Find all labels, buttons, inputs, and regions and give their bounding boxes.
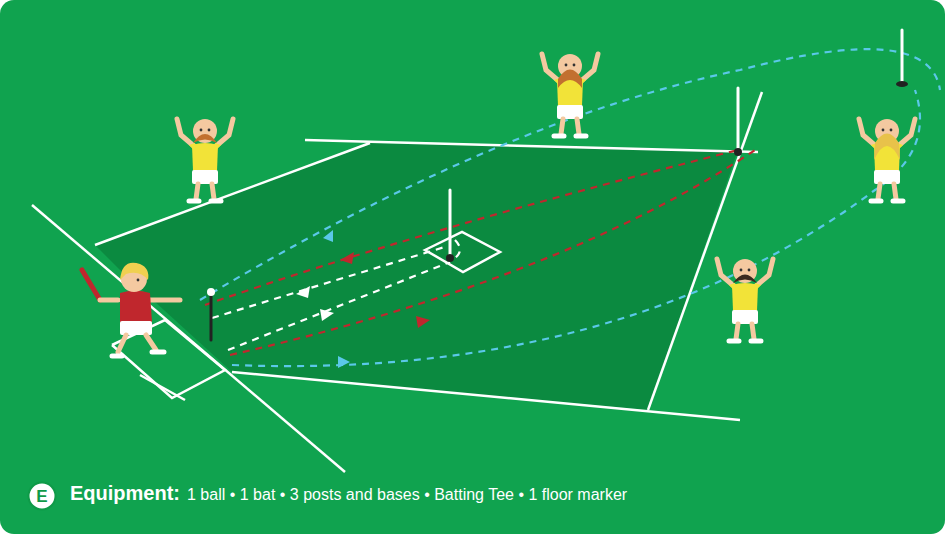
badge-letter: E xyxy=(36,488,47,505)
equipment-list: Equipment: 1 ball • 1 bat • 3 posts and b… xyxy=(70,482,634,505)
icon-badge: E xyxy=(27,481,57,511)
badge-circle xyxy=(29,483,56,510)
equipment-heading: Equipment: xyxy=(70,482,180,505)
equipment-items: 1 ball • 1 bat • 3 posts and bases • Bat… xyxy=(187,486,627,504)
